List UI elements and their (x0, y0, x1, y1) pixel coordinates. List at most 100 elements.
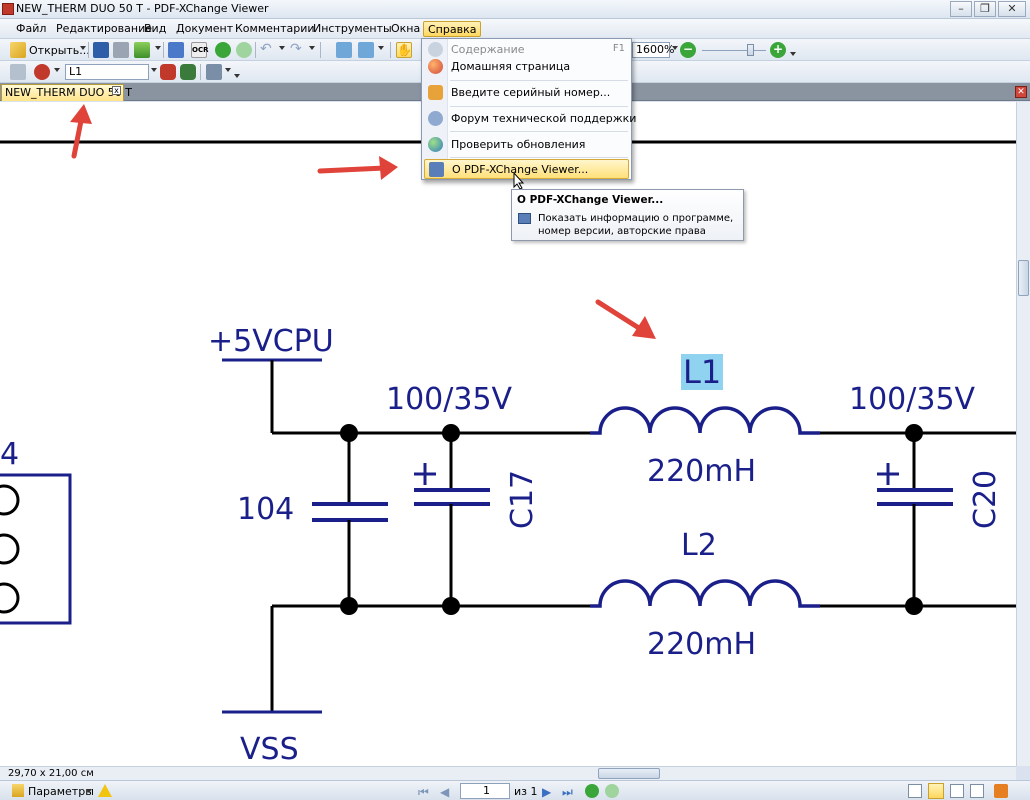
options-dropdown-arrow[interactable] (86, 789, 92, 793)
notification-icon[interactable] (994, 784, 1008, 798)
horizontal-scroll-thumb[interactable] (598, 768, 660, 779)
warning-icon[interactable] (98, 784, 112, 797)
junction-dot (340, 424, 358, 442)
connector-outline (0, 473, 72, 625)
export-icon[interactable] (358, 42, 374, 58)
menu-item-label: Форум технической поддержки (451, 112, 637, 125)
connector-pin (0, 582, 20, 614)
undo-icon[interactable]: ↶ (260, 41, 272, 57)
save-icon[interactable] (93, 42, 109, 58)
page-number-input[interactable]: 1 (460, 783, 510, 799)
app-icon[interactable] (2, 3, 14, 15)
export-dropdown-arrow[interactable] (378, 46, 384, 50)
schematic-drawing (0, 104, 1016, 714)
zoom-out-icon[interactable]: − (680, 42, 696, 58)
email-icon[interactable] (134, 42, 150, 58)
vertical-scroll-thumb[interactable] (1018, 260, 1029, 296)
open-dropdown-arrow[interactable] (80, 46, 86, 50)
restore-button[interactable]: ❐ (974, 1, 996, 17)
print-icon[interactable] (113, 42, 129, 58)
zoom-slider-track[interactable] (702, 50, 766, 51)
menu-tools[interactable]: Инструменты (313, 22, 392, 35)
next-page-icon[interactable]: ▶ (542, 785, 552, 799)
tooltip-about-icon (518, 213, 531, 224)
menu-item-about[interactable]: О PDF-XChange Viewer... (424, 159, 629, 179)
email-dropdown-arrow[interactable] (155, 46, 161, 50)
options-icon[interactable] (12, 784, 24, 797)
about-icon (429, 162, 444, 177)
menu-item-check-updates[interactable]: Проверить обновления (424, 134, 629, 156)
ocr-icon[interactable]: OCR (191, 42, 208, 58)
document-view[interactable]: +5VCPU 100/35V 100/35V 104 C17 C20 L1 22… (0, 102, 1016, 767)
help-contents-icon (428, 42, 443, 57)
annotation-arrow-head (632, 316, 656, 339)
spell-dropdown-arrow[interactable] (54, 68, 60, 72)
close-all-tabs-icon[interactable]: ✕ (1015, 86, 1027, 98)
zoom-input[interactable]: 1600% (632, 42, 674, 58)
redo-icon[interactable]: ↷ (290, 41, 302, 57)
connector-pin (0, 533, 20, 565)
menu-edit[interactable]: Редактирование (56, 22, 152, 35)
zoom-dropdown-arrow[interactable] (672, 46, 678, 50)
search-input[interactable]: L1 (65, 64, 149, 80)
document-tab[interactable]: NEW_THERM DUO 50 T x (1, 84, 132, 101)
menu-document[interactable]: Документ (176, 22, 234, 35)
tab-close-icon[interactable]: x (112, 86, 121, 95)
find-previous-icon[interactable] (160, 64, 176, 80)
c17-label: C17 (505, 469, 540, 529)
facing-view-icon[interactable] (950, 784, 964, 798)
open-folder-icon[interactable] (10, 42, 26, 58)
continuous-view-icon[interactable] (928, 783, 944, 799)
spell-check-icon[interactable] (34, 64, 50, 80)
close-window-button[interactable]: ✕ (998, 1, 1026, 17)
vertical-scrollbar[interactable] (1016, 102, 1030, 766)
menu-comments[interactable]: Комментарии (235, 22, 315, 35)
single-page-view-icon[interactable] (908, 784, 922, 798)
menu-item-label: Содержание (451, 43, 525, 56)
continuous-facing-view-icon[interactable] (970, 784, 984, 798)
scan-icon[interactable] (168, 42, 184, 58)
toolbar-separator (320, 42, 321, 58)
undo-dropdown-arrow[interactable] (279, 46, 285, 50)
l1-label-highlighted[interactable]: L1 (681, 353, 724, 391)
menu-item-support-forum[interactable]: Форум технической поддержки (424, 108, 636, 130)
search-options-icon[interactable] (206, 64, 222, 80)
zoom-slider-thumb[interactable] (747, 44, 754, 56)
history-forward-icon[interactable] (605, 784, 619, 798)
history-back-icon[interactable] (585, 784, 599, 798)
horizontal-scrollbar[interactable]: 29,70 x 21,00 см (0, 766, 1016, 780)
forward-icon[interactable] (236, 42, 252, 58)
options-button[interactable]: Параметры (28, 785, 94, 798)
redo-dropdown-arrow[interactable] (309, 46, 315, 50)
menu-item-contents[interactable]: Содержание F1 (424, 39, 629, 61)
vss-label: VSS (240, 732, 299, 767)
hand-tool-icon[interactable]: ✋ (396, 42, 412, 58)
connector-pin-number: 4 (0, 437, 20, 472)
search-dropdown-arrow[interactable] (151, 68, 157, 72)
document-tab-label: NEW_THERM DUO 50 T (5, 86, 133, 99)
last-page-icon[interactable]: ⏭ (562, 785, 573, 799)
previous-page-icon[interactable]: ◀ (440, 785, 450, 799)
menu-windows[interactable]: Окна (391, 22, 421, 35)
annotation-arrow-shaft (595, 299, 645, 333)
toolbar-overflow-arrow[interactable] (790, 52, 796, 56)
menu-file[interactable]: Файл (16, 22, 47, 35)
back-icon[interactable] (215, 42, 231, 58)
menu-item-home-page[interactable]: Домашняя страница (424, 56, 629, 78)
toolbar-separator (88, 42, 89, 58)
first-page-icon[interactable]: ⏮ (418, 785, 429, 799)
search-options-dropdown-arrow[interactable] (225, 68, 231, 72)
open-button-label[interactable]: Открыть... (29, 44, 90, 57)
junction-dot (442, 424, 460, 442)
link-icon[interactable] (10, 64, 26, 80)
menu-view[interactable]: Вид (144, 22, 167, 35)
find-next-icon[interactable] (180, 64, 196, 80)
minimize-button[interactable]: – (950, 1, 972, 17)
menu-separator (450, 157, 628, 158)
title-bar: NEW_THERM DUO 50 T - PDF-XChange Viewer … (0, 0, 1030, 19)
toolbar-overflow-arrow[interactable] (234, 74, 240, 78)
rotate-icon[interactable] (336, 42, 352, 58)
zoom-in-icon[interactable]: + (770, 42, 786, 58)
menu-item-serial-number[interactable]: Введите серийный номер... (424, 82, 629, 104)
menu-help[interactable]: Справка (423, 21, 482, 37)
